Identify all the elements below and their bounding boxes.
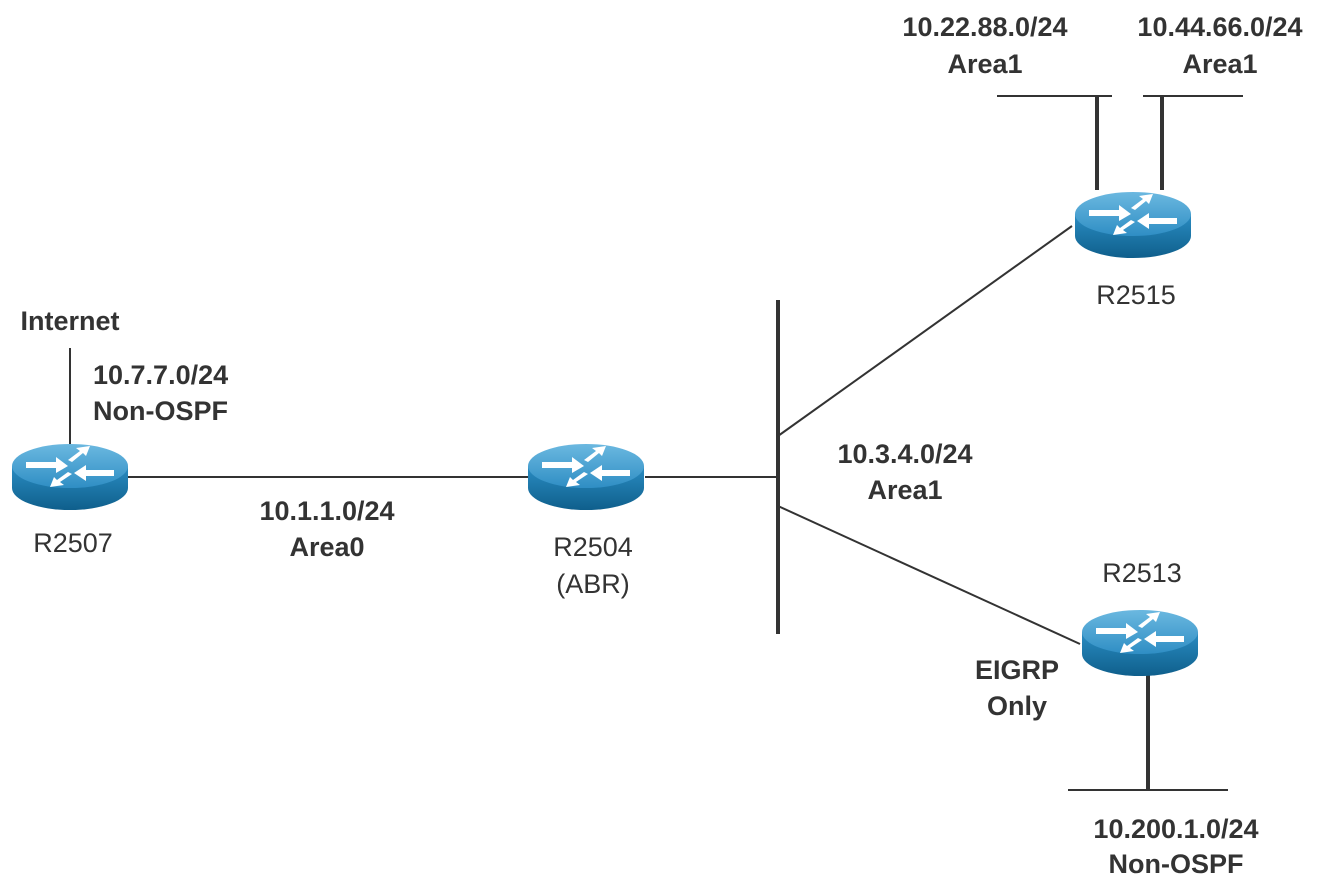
links <box>69 95 1243 791</box>
subnet-10-44-66: 10.44.66.0/24 <box>1137 12 1302 42</box>
link-segment-r2513 <box>777 505 1081 645</box>
router-label-r2515: R2515 <box>1096 280 1176 310</box>
area-10-1-1: Area0 <box>289 532 364 562</box>
subnet-10-1-1: 10.1.1.0/24 <box>259 496 394 526</box>
area-10-200-1: Non-OSPF <box>1109 849 1244 879</box>
label-internet: Internet <box>20 306 119 336</box>
area-10-7-7: Non-OSPF <box>93 396 228 426</box>
area-10-44-66: Area1 <box>1182 49 1257 79</box>
router-label-r2513: R2513 <box>1102 558 1182 588</box>
note-only: Only <box>987 691 1047 721</box>
router-role-r2504: (ABR) <box>556 569 630 599</box>
router-label-r2504: R2504 <box>553 532 633 562</box>
subnet-10-7-7: 10.7.7.0/24 <box>93 360 228 390</box>
link-segment-r2515 <box>777 225 1073 437</box>
router-r2515[interactable] <box>1075 192 1191 258</box>
router-icon <box>1082 610 1198 676</box>
subnet-10-200-1: 10.200.1.0/24 <box>1093 814 1258 844</box>
note-eigrp: EIGRP <box>975 655 1059 685</box>
router-icon <box>1075 192 1191 258</box>
router-r2513[interactable] <box>1082 610 1198 676</box>
area-10-3-4: Area1 <box>867 475 942 505</box>
router-label-r2507: R2507 <box>33 528 113 558</box>
subnet-10-3-4: 10.3.4.0/24 <box>837 439 972 469</box>
router-r2504[interactable] <box>528 444 644 510</box>
area-10-22-88: Area1 <box>947 49 1022 79</box>
router-icon <box>528 444 644 510</box>
router-icon <box>12 444 128 510</box>
router-r2507[interactable] <box>12 444 128 510</box>
subnet-10-22-88: 10.22.88.0/24 <box>902 12 1067 42</box>
